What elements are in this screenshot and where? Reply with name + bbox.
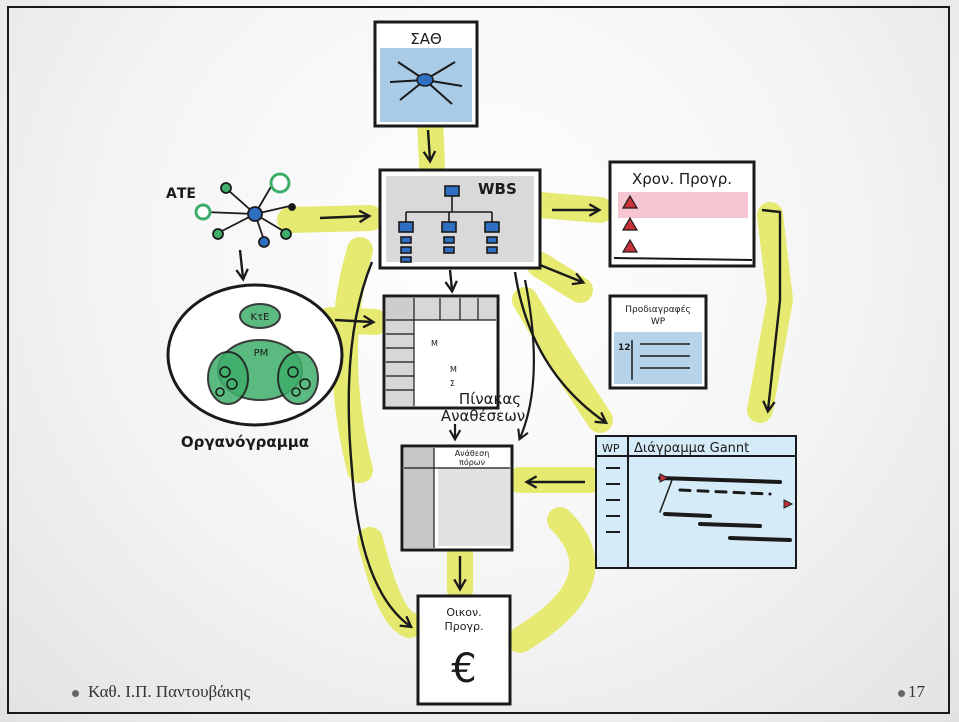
wbs-label: WBS: [478, 180, 517, 198]
slide-frame: [7, 6, 950, 714]
euro-icon: €: [451, 646, 476, 692]
matrix-m2: M: [450, 365, 457, 374]
milestone-icons: [621, 194, 639, 253]
matrix-sigma: Σ: [450, 379, 455, 388]
gantt-wp-rows: [606, 467, 620, 533]
arrow-wbs-assign: [517, 279, 535, 442]
stakeholder-network-icon: [194, 172, 296, 248]
resource-assignment-node: Ανάθεση πόρων: [400, 444, 514, 552]
matrix-grid: [386, 298, 496, 406]
arrow-wbs-spec: [539, 263, 586, 286]
specifications-node: Προδιαγραφές WP 12: [608, 294, 708, 390]
kte-label: ΚτΕ: [251, 312, 270, 323]
arrow-sath-wbs: [422, 129, 437, 164]
page-number: 17: [908, 682, 925, 701]
schedule-label: Χρον. Προγρ.: [632, 170, 732, 188]
anathesi-label-1: Ανάθεση: [455, 449, 490, 458]
matrix-m1: M: [431, 339, 438, 348]
oikon-label-1: Οικον.: [446, 606, 481, 619]
assign-grid: [404, 448, 510, 548]
wbs-tree-icon: [398, 185, 500, 263]
arrow-wbs-budget: [347, 261, 414, 629]
gantt-title: Διάγραμμα Gannt: [634, 441, 749, 456]
ate-label: ΑΤΕ: [166, 186, 196, 202]
wbs-node: WBS: [378, 168, 542, 270]
responsibility-matrix-node: M M Σ: [382, 294, 500, 410]
arrow-wbs-gantt: [513, 271, 609, 425]
page-bullet-icon: [898, 690, 905, 697]
organogramma-label: Οργανόγραμμα: [181, 433, 309, 451]
arrow-ate-wbs: [319, 209, 372, 224]
sath-node: ΣΑΘ: [373, 20, 479, 128]
spec-label-2: WP: [651, 317, 666, 327]
arrow-ate-org: [235, 249, 249, 282]
footer-author: Καθ. Ι.Π. Παντουβάκης: [88, 682, 251, 701]
arrow-org-matrix: [334, 314, 376, 329]
footer-bullet-icon: [72, 690, 79, 697]
spec-number: 12: [618, 343, 631, 353]
oikon-label-2: Προγρ.: [445, 620, 484, 633]
gantt-node: WP Διάγραμμα Gannt: [595, 435, 797, 569]
sath-label: ΣΑΘ: [410, 30, 442, 48]
network-icon: [389, 61, 463, 105]
org-chart-node: ΚτΕ PM Οργανόγραμμα: [166, 283, 344, 451]
arrow-wbs-matrix: [444, 269, 458, 294]
pinakas-label-2: Αναθέσεων: [441, 407, 525, 425]
spec-lines: [631, 340, 690, 380]
schedule-node: Χρον. Προγρ.: [608, 160, 756, 268]
arrow-schedule-gantt: [761, 208, 782, 414]
gantt-wp-label: WP: [602, 442, 620, 455]
anathesi-label-2: πόρων: [459, 457, 485, 467]
pinakas-label-1: Πίνακας: [459, 390, 521, 408]
pm-label: PM: [254, 348, 269, 359]
gantt-bars: [658, 476, 792, 542]
spec-label-1: Προδιαγραφές: [625, 304, 691, 315]
budget-node: Οικον. Προγρ. €: [416, 594, 512, 706]
gantt-milestone-icons: [659, 473, 794, 509]
ate-node: ΑΤΕ: [166, 172, 296, 248]
team-circles: [215, 366, 311, 397]
